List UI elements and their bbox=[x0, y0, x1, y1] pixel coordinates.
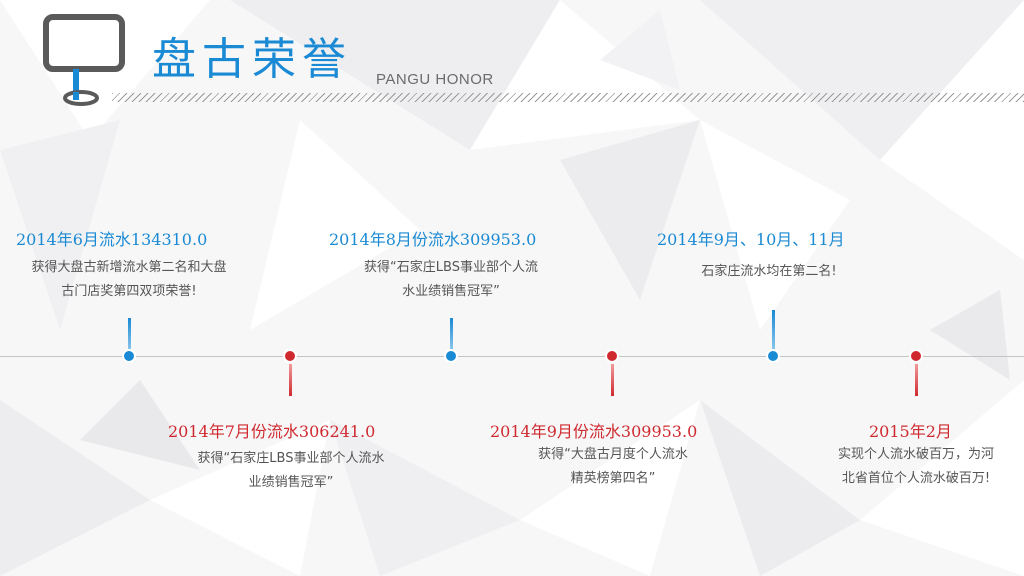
event-title: 2014年7月份流水306241.0 bbox=[168, 422, 376, 441]
event-description-line: 精英榜第四名” bbox=[570, 471, 656, 486]
timeline-stem bbox=[611, 364, 614, 396]
event-description-line: 水业绩销售冠军” bbox=[402, 284, 500, 299]
event-description-line: 北省首位个人流水破百万! bbox=[841, 471, 991, 486]
event-description-line: 获得“石家庄LBS事业部个人流水 bbox=[197, 451, 385, 466]
timeline-marker bbox=[285, 351, 295, 361]
timeline-marker bbox=[446, 351, 456, 361]
event-description-line: 石家庄流水均在第二名! bbox=[701, 264, 837, 279]
event-description-line: 业绩销售冠军” bbox=[248, 475, 334, 490]
event-description: 获得“石家庄LBS事业部个人流水 业绩销售冠军” bbox=[172, 447, 410, 495]
timeline-marker bbox=[607, 351, 617, 361]
event-description-line: 古门店奖第四双项荣誉! bbox=[61, 284, 197, 299]
event-description: 实现个人流水破百万，为河 北省首位个人流水破百万! bbox=[818, 443, 1014, 491]
event-title: 2015年2月 bbox=[869, 422, 952, 441]
timeline-axis bbox=[0, 356, 1024, 357]
timeline-marker bbox=[124, 351, 134, 361]
event-description: 获得“大盘古月度个人流水 精英榜第四名” bbox=[494, 443, 732, 491]
timeline-stem bbox=[128, 318, 131, 350]
event-description-line: 获得“石家庄LBS事业部个人流 bbox=[364, 260, 538, 275]
event-description: 石家庄流水均在第二名! bbox=[650, 260, 888, 284]
event-description-line: 获得“大盘古月度个人流水 bbox=[538, 447, 688, 462]
event-title: 2014年9月份流水309953.0 bbox=[490, 422, 698, 441]
event-title: 2014年9月、10月、11月 bbox=[657, 230, 845, 249]
timeline-stem bbox=[450, 318, 453, 350]
header-divider bbox=[112, 93, 1024, 102]
signboard-icon bbox=[43, 14, 125, 106]
timeline-stem bbox=[915, 364, 918, 396]
event-title: 2014年6月流水134310.0 bbox=[16, 230, 208, 249]
page-subtitle: PANGU HONOR bbox=[376, 71, 494, 88]
event-title: 2014年8月份流水309953.0 bbox=[329, 230, 537, 249]
event-description-line: 获得大盘古新增流水第二名和大盘 bbox=[31, 260, 227, 275]
event-description-line: 实现个人流水破百万，为河 bbox=[837, 447, 994, 462]
timeline-stem bbox=[772, 310, 775, 350]
event-description: 获得大盘古新增流水第二名和大盘 古门店奖第四双项荣誉! bbox=[10, 256, 248, 304]
event-description: 获得“石家庄LBS事业部个人流 水业绩销售冠军” bbox=[332, 256, 570, 304]
page-title: 盘古荣誉 bbox=[152, 34, 352, 85]
timeline-marker bbox=[911, 351, 921, 361]
timeline-marker bbox=[768, 351, 778, 361]
timeline-stem bbox=[289, 364, 292, 396]
